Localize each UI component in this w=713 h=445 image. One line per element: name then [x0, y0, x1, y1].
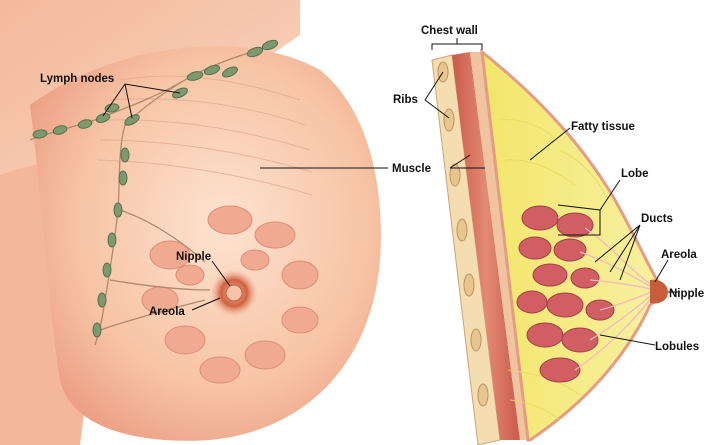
chest-wall-bracket — [432, 38, 482, 50]
label-chest-wall: Chest wall — [421, 25, 478, 37]
label-lymph-nodes: Lymph nodes — [40, 73, 114, 85]
lymph-node — [121, 148, 129, 162]
label-nipple-right: Nipple — [669, 288, 704, 300]
cross-section: Chest wall Ribs Muscle Fatty tissue Lobe… — [392, 25, 704, 445]
rib — [471, 329, 481, 351]
lobule — [557, 213, 593, 237]
lobule — [571, 268, 599, 288]
rib — [457, 219, 467, 241]
lobule — [527, 323, 563, 347]
lymph-node — [119, 171, 127, 185]
label-areola-right: Areola — [661, 249, 697, 261]
lobule — [562, 328, 598, 352]
lobule — [533, 264, 567, 286]
rib — [478, 384, 488, 406]
breast-shape — [30, 46, 381, 440]
label-lobules: Lobules — [655, 341, 699, 353]
label-ribs: Ribs — [393, 94, 418, 106]
nipple-left — [226, 285, 242, 301]
label-areola-left: Areola — [149, 306, 185, 318]
lymph-node — [114, 203, 122, 217]
frontal-view: Lymph nodes Nipple Areola — [0, 0, 388, 445]
lobule — [554, 239, 586, 261]
lobule — [519, 237, 551, 259]
lymph-node — [98, 293, 106, 307]
lobule — [522, 206, 558, 230]
rib — [464, 274, 474, 296]
label-nipple-left: Nipple — [176, 251, 211, 263]
lobule — [517, 291, 547, 313]
lobule — [547, 293, 583, 317]
label-fatty-tissue: Fatty tissue — [571, 121, 635, 133]
label-lobe: Lobe — [621, 168, 648, 180]
label-muscle: Muscle — [392, 163, 431, 175]
lobule — [540, 358, 580, 382]
lymph-node — [103, 263, 111, 277]
label-ducts: Ducts — [641, 213, 673, 225]
nipple-right — [650, 280, 668, 304]
lymph-node — [108, 233, 116, 247]
lymph-node — [93, 323, 101, 337]
rib — [444, 109, 454, 131]
